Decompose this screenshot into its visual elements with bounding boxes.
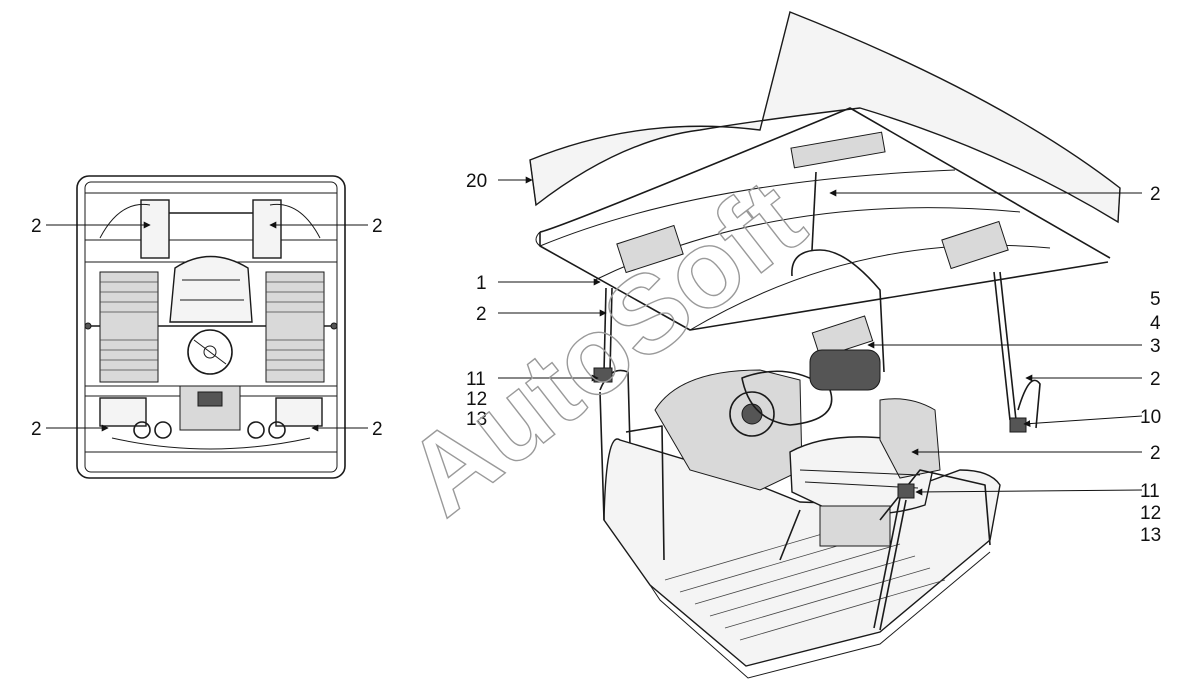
steering-wheel <box>741 370 833 426</box>
callout-label: 10 <box>1140 407 1161 428</box>
callout-label: 11 <box>466 369 486 390</box>
callout-label: 20 <box>466 171 487 192</box>
canopy-roof <box>529 11 1121 224</box>
callout-label: 13 <box>466 409 487 430</box>
callout-label: 13 <box>1140 525 1161 546</box>
callout-label: 5 <box>1150 289 1161 310</box>
isometric-view <box>529 11 1121 679</box>
callout-label: 12 <box>466 389 487 410</box>
callout-label: 2 <box>31 419 42 440</box>
callout-label: 2 <box>476 304 487 325</box>
callout-label: 2 <box>31 216 42 237</box>
callout-label: 4 <box>1150 313 1161 334</box>
seat-top-view <box>169 255 253 323</box>
callout-label: 11 <box>1140 481 1160 502</box>
isometric-view-callouts: 20 1 2 11 12 13 2 5 4 3 2 10 2 11 12 13 <box>466 171 1161 546</box>
callout-label: 2 <box>1150 184 1161 205</box>
top-view-callouts: 2 2 2 2 <box>31 216 383 440</box>
top-view <box>76 175 346 479</box>
callout-label: 2 <box>372 216 383 237</box>
callout-label: 12 <box>1140 503 1161 524</box>
callout-label: 2 <box>1150 369 1161 390</box>
top-view-frame <box>76 175 346 479</box>
steering-wheel-top-view <box>187 329 233 375</box>
callout-label: 3 <box>1150 336 1161 357</box>
callout-label: 1 <box>476 273 487 294</box>
callout-label: 2 <box>372 419 383 440</box>
callout-label: 2 <box>1150 443 1161 464</box>
